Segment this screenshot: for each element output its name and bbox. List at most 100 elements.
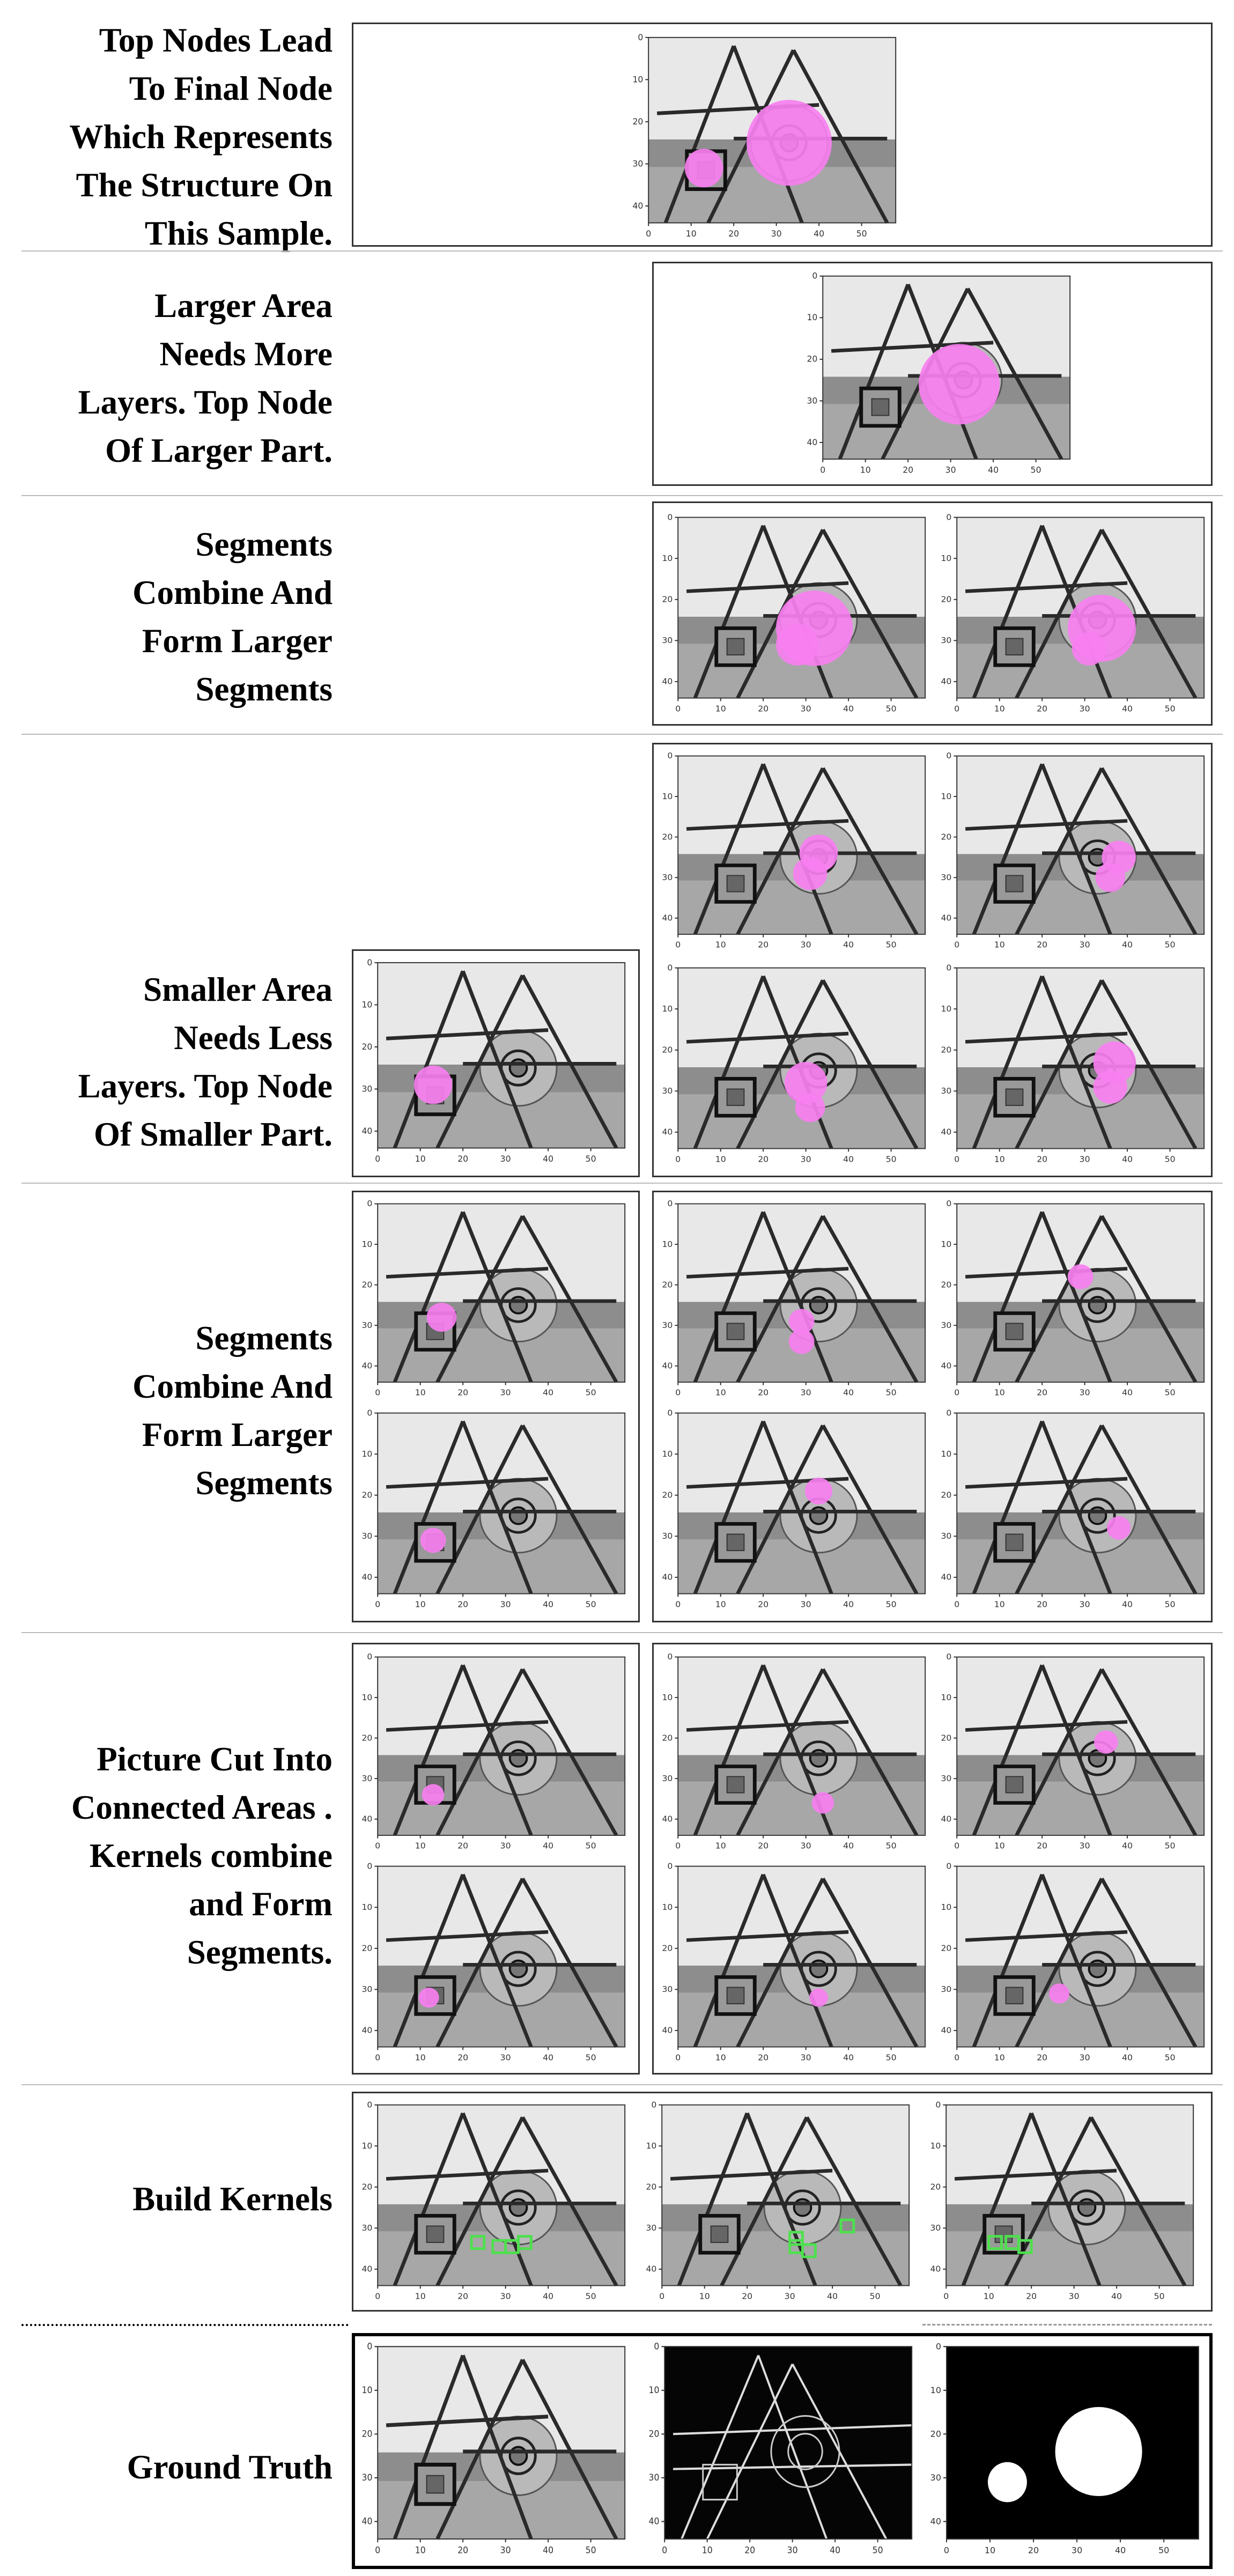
y-tick-label: 30 xyxy=(662,873,673,882)
x-tick-label: 40 xyxy=(543,2292,553,2301)
kernel-box xyxy=(517,2235,533,2250)
x-tick-label: 40 xyxy=(1122,2053,1133,2063)
x-tick-label: 20 xyxy=(1037,940,1047,950)
y-tick-label: 30 xyxy=(662,1086,673,1096)
square-target-inner xyxy=(726,638,745,656)
x-tick-label: 50 xyxy=(856,228,867,239)
x-tick-label: 20 xyxy=(758,1155,769,1164)
x-tick-label: 0 xyxy=(954,704,959,714)
frame-beam xyxy=(761,1873,833,2048)
x-tick-label: 20 xyxy=(1026,2292,1037,2301)
x-tick-label: 0 xyxy=(662,2545,667,2555)
row-separator xyxy=(21,1183,1223,1184)
y-tick-label: 30 xyxy=(807,395,817,405)
x-tick-label: 50 xyxy=(1165,1388,1176,1398)
row-label-top: Top Nodes Lead To Final Node Which Repre… xyxy=(69,21,332,252)
x-tick-label: 10 xyxy=(415,1154,426,1164)
frame-beam xyxy=(972,1664,1044,1836)
frame-beam xyxy=(393,2354,465,2540)
frame-beam xyxy=(1040,763,1112,935)
y-tick-label: 30 xyxy=(941,1774,951,1783)
y-tick-label: 20 xyxy=(361,1733,372,1743)
x-tick-label: 20 xyxy=(758,704,769,714)
x-tick-label: 30 xyxy=(1080,704,1090,714)
x-tick-label: 0 xyxy=(675,940,681,950)
y-tick-label: 30 xyxy=(648,2472,659,2483)
axes-frame xyxy=(377,2104,626,2286)
y-tick-label: 10 xyxy=(648,2385,659,2395)
y-tick-label: 0 xyxy=(667,1408,673,1418)
square-target-inner xyxy=(726,875,745,892)
frame-beam xyxy=(393,1664,465,1836)
row-separator xyxy=(21,1632,1223,1633)
frame-beam xyxy=(393,2112,465,2286)
y-tick-label: 20 xyxy=(648,2429,659,2439)
y-tick-label: 20 xyxy=(632,116,643,127)
axes-frame xyxy=(664,2346,913,2540)
y-tick-label: 20 xyxy=(361,2182,372,2192)
frame-beam xyxy=(821,528,919,699)
row-label-kernels: Build Kernels xyxy=(132,2180,332,2218)
square-target-inner xyxy=(1005,875,1024,892)
y-tick-label: 0 xyxy=(946,751,951,761)
y-tick-label: 40 xyxy=(807,437,817,447)
frame-beam xyxy=(821,767,919,935)
x-tick-label: 50 xyxy=(886,1155,897,1164)
x-tick-label: 10 xyxy=(715,1600,726,1610)
y-tick-label: 0 xyxy=(367,1199,372,1208)
frame-beam xyxy=(966,287,1063,460)
x-tick-label: 20 xyxy=(744,2545,755,2555)
axes-frame xyxy=(945,2104,1194,2286)
x-tick-label: 40 xyxy=(843,2053,854,2063)
frame-beam xyxy=(693,1211,765,1383)
row-label-smaller: Smaller Area Needs Less Layers. Top Node… xyxy=(78,971,332,1153)
x-tick-label: 40 xyxy=(1122,1841,1133,1851)
frame-beam xyxy=(686,1720,849,1732)
segment-overlay xyxy=(420,1527,446,1553)
x-tick-label: 40 xyxy=(814,228,824,239)
frame-beam xyxy=(386,1267,549,1279)
x-tick-label: 30 xyxy=(500,1600,511,1610)
frame-beam xyxy=(965,819,1128,831)
frame-beam xyxy=(972,1211,1044,1383)
y-tick-label: 30 xyxy=(361,1984,372,1994)
x-tick-label: 20 xyxy=(758,1388,769,1398)
frame-beam xyxy=(393,970,465,1149)
frame-beam xyxy=(965,1031,1128,1044)
frame-beam xyxy=(521,2358,618,2540)
frame-beam xyxy=(1004,2116,1093,2286)
y-tick-label: 30 xyxy=(930,2472,941,2483)
x-tick-label: 50 xyxy=(1158,2545,1169,2555)
frame-beam xyxy=(693,1873,765,2048)
x-tick-label: 30 xyxy=(945,464,956,475)
frame-beam xyxy=(461,2112,533,2286)
row-label-combine-2: Segments Combine And Form Larger Segment… xyxy=(132,1319,332,1502)
y-tick-label: 0 xyxy=(946,1652,951,1662)
y-tick-label: 10 xyxy=(361,1902,372,1912)
y-tick-label: 40 xyxy=(941,1573,951,1582)
x-tick-label: 40 xyxy=(1122,940,1133,950)
y-tick-label: 20 xyxy=(941,1045,951,1055)
y-tick-label: 0 xyxy=(654,2341,659,2351)
x-tick-label: 50 xyxy=(886,1600,897,1610)
x-tick-label: 20 xyxy=(457,2053,468,2063)
x-tick-label: 30 xyxy=(801,1388,811,1398)
y-tick-label: 20 xyxy=(662,1733,673,1743)
y-tick-label: 30 xyxy=(361,2223,372,2233)
x-tick-label: 50 xyxy=(586,2053,596,2063)
y-tick-label: 0 xyxy=(946,963,951,973)
x-tick-label: 50 xyxy=(1165,1600,1176,1610)
x-tick-label: 40 xyxy=(843,1841,854,1851)
y-tick-label: 10 xyxy=(361,2385,372,2395)
frame-beam xyxy=(972,525,1044,699)
